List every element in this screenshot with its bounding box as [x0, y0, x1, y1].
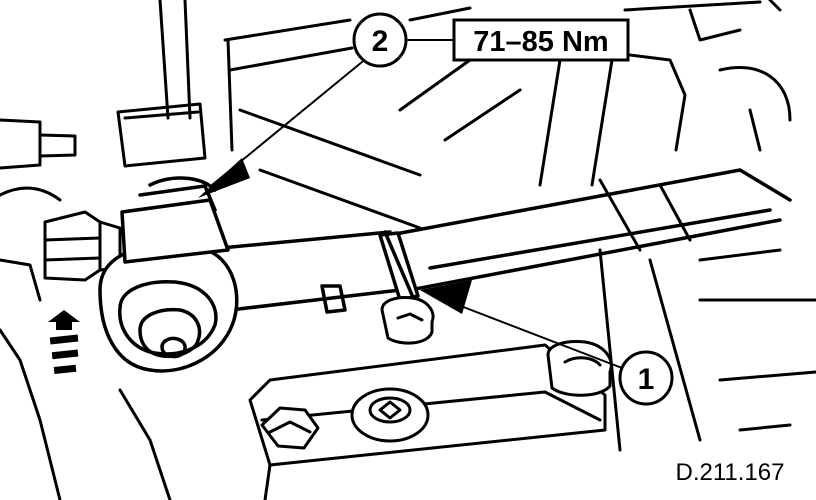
torque-spec-text: 71–85 Nm — [473, 26, 608, 58]
pointer-arrow-1 — [420, 280, 472, 314]
ball-joint — [98, 176, 239, 373]
socket-bolt — [350, 387, 430, 443]
pointer-arrow-2 — [198, 158, 250, 198]
callout-2: 2 — [352, 12, 408, 68]
direction-arrow — [48, 310, 80, 375]
upper-block — [116, 102, 207, 168]
hex-bolt — [260, 406, 320, 450]
nut-under-rod — [380, 296, 435, 345]
callout-1-label: 1 — [638, 363, 655, 396]
figure-code: D.211.167 — [660, 452, 800, 486]
callout-2-label: 2 — [372, 25, 389, 58]
right-lower-nut — [546, 340, 613, 397]
figure-code-text: D.211.167 — [676, 459, 785, 486]
leader-callout-2 — [198, 39, 455, 198]
background-structure — [158, 0, 816, 452]
linkage-rod — [198, 168, 792, 314]
left-bracket — [0, 118, 172, 500]
callout-1: 1 — [618, 350, 674, 406]
torque-spec-box: 71–85 Nm — [452, 18, 630, 62]
leader-callout-1 — [420, 280, 623, 369]
